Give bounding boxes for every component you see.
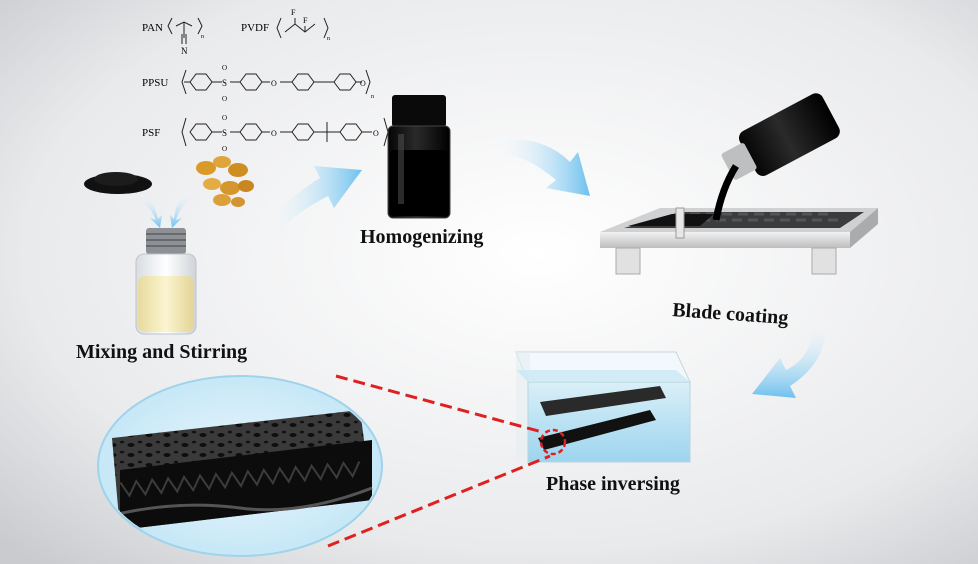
- arrow-pellets-to-vial: [170, 190, 194, 228]
- mixing-vial: [135, 228, 197, 335]
- arrow-mixing-to-homogenizing: [262, 166, 362, 234]
- atom-o-ppsu-1: O: [271, 79, 277, 88]
- arrow-coating-to-phase: [752, 316, 827, 398]
- atom-o-psf-top: O: [222, 114, 227, 122]
- blade-coating-setup: [600, 93, 878, 275]
- label-homogenizing: Homogenizing: [360, 226, 483, 248]
- atom-s-psf: S: [222, 128, 227, 138]
- label-pan: PAN: [142, 22, 163, 34]
- membrane-zoom-view: [97, 375, 383, 557]
- arrow-powder-to-vial: [138, 192, 162, 228]
- atom-f-2: F: [303, 16, 308, 25]
- repeat-n-pan: n: [201, 34, 204, 40]
- carbon-powder-icon: [84, 172, 152, 194]
- repeat-n-pvdf: n: [327, 36, 330, 42]
- homogenized-bottle: [387, 95, 451, 219]
- label-pvdf: PVDF: [241, 22, 269, 34]
- polymer-structures: [167, 17, 389, 147]
- arrow-homogenizing-to-coating: [490, 139, 590, 196]
- atom-f-1: F: [291, 8, 296, 17]
- atom-o-psf-2: O: [373, 129, 379, 138]
- label-mixing-and-stirring: Mixing and Stirring: [76, 341, 247, 363]
- atom-o-psf-bottom: O: [222, 145, 227, 153]
- atom-s-ppsu: S: [222, 78, 227, 88]
- atom-o-psf-1: O: [271, 129, 277, 138]
- label-phase-inversing: Phase inversing: [546, 473, 680, 495]
- benzene-rings: [189, 73, 372, 142]
- label-psf: PSF: [142, 127, 160, 139]
- atom-n: N: [181, 46, 188, 56]
- zoom-line-bottom: [327, 454, 551, 548]
- label-ppsu: PPSU: [142, 77, 168, 89]
- atom-o-ppsu-top: O: [222, 64, 227, 72]
- polymer-pellets-icon: [196, 156, 254, 207]
- repeat-n-ppsu: n: [371, 94, 374, 100]
- coagulation-bath: [515, 351, 691, 463]
- atom-o-ppsu-2: O: [360, 79, 366, 88]
- atom-o-ppsu-bottom: O: [222, 95, 227, 103]
